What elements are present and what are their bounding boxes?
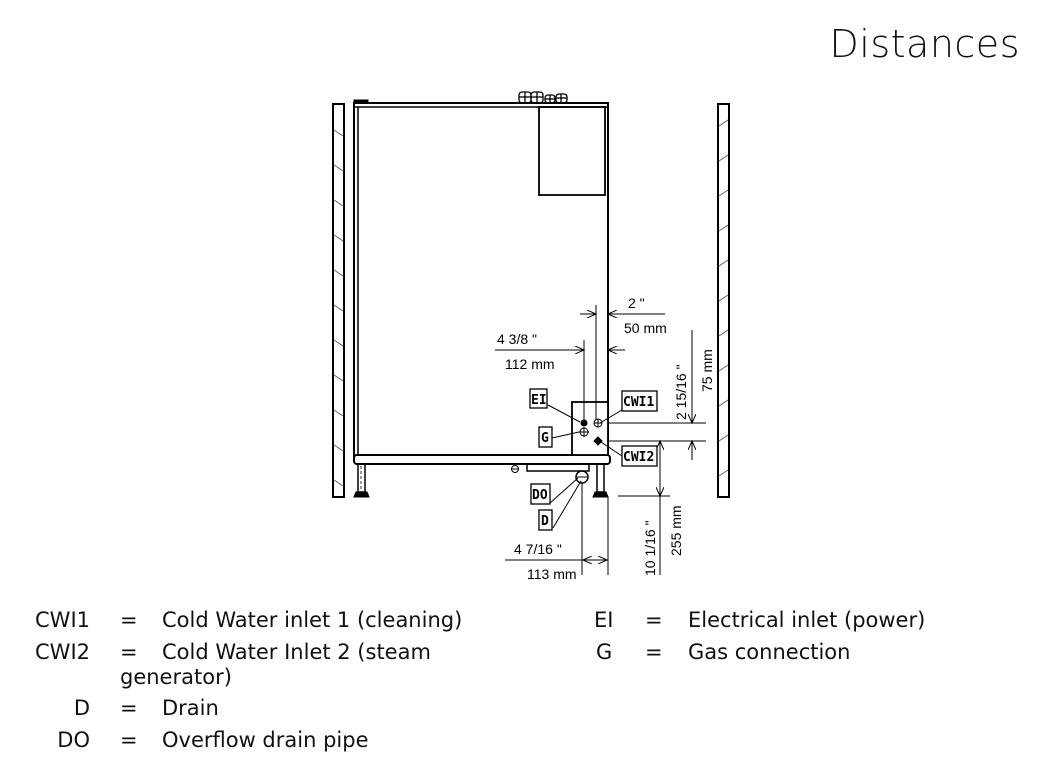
legend-code: CWI1 (35, 608, 90, 632)
legend-equals: = (645, 640, 663, 664)
svg-text:CWI2: CWI2 (623, 450, 654, 465)
legend-description: Drain (162, 696, 219, 720)
tag-ei: EI (529, 388, 548, 409)
technical-drawing: 2 " 50 mm 4 3/8 " 112 mm 2 15/16 " 75 mm… (332, 91, 730, 582)
legend-description: Electrical inlet (power) (688, 608, 926, 632)
svg-text:DO: DO (532, 488, 548, 503)
tag-do: DO (530, 483, 551, 505)
svg-text:G: G (541, 431, 549, 446)
dim-vert-small-inch: 2 15/16 " (673, 364, 689, 420)
dim-top-small-inch: 2 " (628, 295, 645, 311)
appliance-body (353, 91, 611, 498)
svg-text:CWI1: CWI1 (623, 395, 654, 410)
legend-equals: = (120, 696, 138, 720)
tag-cwi1: CWI1 (621, 390, 658, 412)
tag-d: D (538, 509, 553, 531)
legend-equals: = (120, 640, 138, 664)
right-wall (717, 103, 730, 498)
dim-top-large-mm: 112 mm (505, 356, 555, 372)
legend-code: G (596, 640, 613, 664)
dim-vert-large-inch: 10 1/16 " (642, 520, 658, 576)
left-wall (332, 103, 345, 498)
legend-code: D (73, 696, 90, 720)
dim-top-small-mm: 50 mm (624, 320, 667, 336)
legend-equals: = (645, 608, 663, 632)
legend-description: Gas connection (688, 640, 851, 664)
dim-vert-small-mm: 75 mm (699, 349, 715, 392)
legend-equals: = (120, 608, 138, 632)
dim-vert-large-mm: 255 mm (668, 505, 684, 556)
svg-text:EI: EI (531, 393, 547, 408)
dim-bottom-inch: 4 7/16 " (514, 541, 562, 557)
dim-bottom-mm: 113 mm (527, 566, 577, 582)
legend-code: EI (594, 608, 614, 632)
legend-description-continued: generator) (120, 665, 232, 689)
legend-description: Cold Water inlet 1 (cleaning) (162, 608, 463, 632)
dimension-lines (495, 285, 706, 575)
svg-text:D: D (541, 514, 549, 529)
dim-top-large-inch: 4 3/8 " (497, 331, 537, 347)
legend-description: Overflow drain pipe (162, 728, 369, 752)
legend-description: Cold Water Inlet 2 (steam (162, 640, 431, 664)
legend-code: CWI2 (35, 640, 90, 664)
page-title: Distances (829, 22, 1020, 66)
tag-cwi2: CWI2 (621, 445, 658, 467)
legend-code: DO (57, 728, 90, 752)
legend-equals: = (120, 728, 138, 752)
tag-g: G (538, 426, 553, 448)
